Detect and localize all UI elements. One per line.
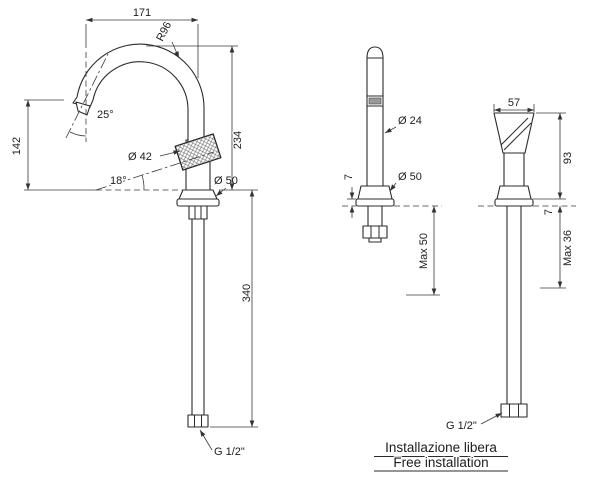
spout-outlet-tip xyxy=(75,101,91,116)
dim-body-height: 93 xyxy=(533,112,575,200)
dim-57-label: 57 xyxy=(508,97,520,109)
dim-7-mid-label: 7 xyxy=(343,174,355,180)
mounting-collar xyxy=(188,205,208,220)
dim-max36-label: Max 36 xyxy=(562,230,574,266)
thread-label-side: G 1/2" xyxy=(214,446,245,458)
shank-nut xyxy=(187,414,209,428)
lever-slot-line-1 xyxy=(503,122,532,151)
installation-note: Installazione libera Free installation xyxy=(374,439,508,472)
dim-171-label: 171 xyxy=(133,7,151,19)
dim-340-label: 340 xyxy=(241,284,253,302)
spout-shank xyxy=(367,205,383,227)
dim-d42-label: Ø 42 xyxy=(128,151,152,163)
valve-shank-nut xyxy=(500,403,528,418)
spout-shank-nut xyxy=(362,225,388,239)
spout-tube xyxy=(366,46,384,187)
spout-shank-tip xyxy=(368,237,382,243)
valve-front-view: 57 93 7 Max 36 G 1/2" xyxy=(445,96,576,433)
dim-25deg-label: 25° xyxy=(97,109,114,121)
thread-callout-side: G 1/2" xyxy=(199,429,246,459)
base-plate xyxy=(176,198,220,207)
dim-shank-length: 340 xyxy=(210,190,258,428)
dim-7-right-label: 7 xyxy=(543,209,555,215)
installation-note-line2: Free installation xyxy=(393,455,488,470)
spout-angle-construction xyxy=(65,52,109,142)
thread-callout-valve: G 1/2" xyxy=(445,412,503,433)
dim-93-label: 93 xyxy=(562,152,574,164)
dim-d50-label: Ø 50 xyxy=(214,175,238,187)
dim-234-label: 234 xyxy=(232,131,244,149)
spout-base-plate xyxy=(355,198,395,207)
dim-ring-diameter: Ø 42 xyxy=(127,150,181,164)
spout-base-flange xyxy=(357,185,393,200)
dim-d50-mid-label: Ø 50 xyxy=(398,171,422,183)
dim-body-width: 57 xyxy=(493,96,535,113)
dim-142-label: 142 xyxy=(11,137,23,155)
dim-base-diameter: Ø 50 xyxy=(213,174,239,197)
valve-base-flange xyxy=(496,185,532,200)
spout-front-view: Ø 24 Ø 50 7 Max 50 xyxy=(342,46,442,296)
installation-note-line1: Installazione libera xyxy=(385,440,497,455)
dim-spout-base-height: 7 xyxy=(342,173,356,218)
dim-r96-label: R96 xyxy=(154,20,174,43)
handle-angle-construction xyxy=(95,151,215,191)
dim-d24-label: Ø 24 xyxy=(398,115,422,127)
dim-max50-label: Max 50 xyxy=(418,233,430,269)
dim-outlet-height: 142 xyxy=(10,99,96,191)
base-flange xyxy=(178,189,218,200)
dim-18deg-label: 18° xyxy=(110,175,127,187)
valve-base-plate xyxy=(494,198,534,207)
lever-slot-line-2 xyxy=(500,117,529,146)
handle-knob xyxy=(493,112,535,154)
side-view: 171 R96 25° 18° 142 Ø 42 Ø 50 xyxy=(10,6,258,459)
dim-spout-diameter: Ø 24 xyxy=(384,114,423,134)
dim-max-deck-thickness-spout: Max 50 xyxy=(406,206,440,296)
dim-spout-base-diameter: Ø 50 xyxy=(389,170,423,192)
supply-shank xyxy=(191,218,205,416)
aerator-window xyxy=(368,97,382,105)
valve-neck xyxy=(503,152,525,187)
knurled-ring xyxy=(174,133,222,171)
dim-spout-reach: 171 xyxy=(85,6,199,78)
dim-max-deck-thickness-valve: Max 36 xyxy=(540,206,575,289)
dim-height-above-deck: 234 xyxy=(146,45,258,191)
valve-shank xyxy=(506,205,522,405)
spout-outline xyxy=(72,43,205,153)
thread-label-valve: G 1/2" xyxy=(446,420,477,432)
